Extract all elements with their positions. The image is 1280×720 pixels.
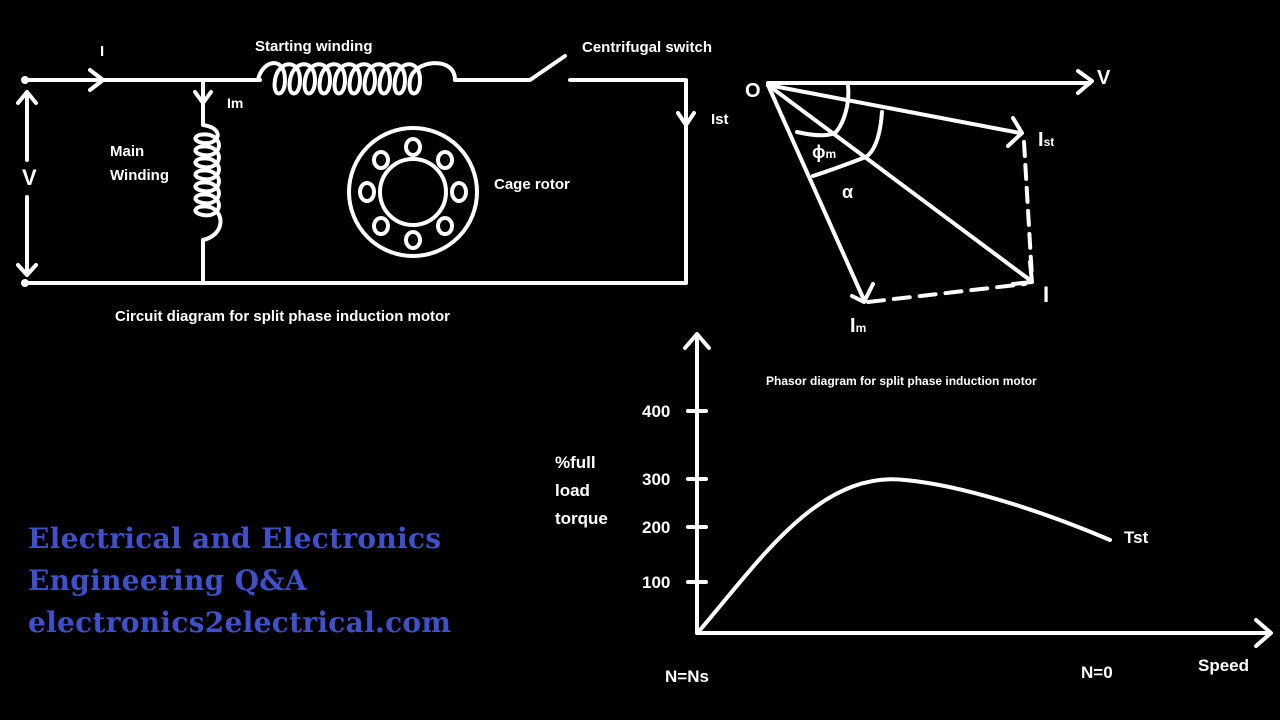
current-label-i: I	[100, 43, 104, 60]
circuit-caption: Circuit diagram for split phase inductio…	[115, 308, 450, 325]
phasor-v-label: V	[1097, 67, 1111, 89]
xlabel: Speed	[1198, 656, 1249, 675]
ylabel-line1: %full	[555, 453, 596, 472]
top-wire	[23, 54, 688, 285]
voltage-arrow-down	[16, 195, 38, 277]
y-axis	[683, 332, 711, 635]
phasor-ist	[766, 83, 1024, 148]
phasor-v	[766, 69, 1094, 95]
cage-rotor-icon	[347, 126, 479, 258]
cage-rotor-label: Cage rotor	[494, 176, 570, 193]
x-left-label: N=Ns	[665, 667, 709, 686]
phasor-im-label: Im	[850, 315, 866, 337]
starting-winding-coil	[256, 61, 457, 96]
site-watermark: Electrical and Electronics Engineering Q…	[28, 518, 451, 644]
phasor-caption: Phasor diagram for split phase induction…	[766, 374, 1037, 388]
arc-alpha	[811, 110, 884, 178]
current-label-im: Im	[227, 95, 243, 111]
dashed-ist-to-i	[1022, 140, 1034, 280]
phasor-im	[766, 83, 875, 304]
torque-curve	[698, 477, 1112, 632]
starting-winding-label: Starting winding	[255, 38, 373, 55]
y-tick-label: 100	[642, 573, 670, 592]
dashed-im-to-i	[866, 282, 1027, 304]
brand-line-3: electronics2electrical.com	[28, 606, 452, 639]
voltage-label: V	[22, 165, 37, 190]
phasor-ist-label: Ist	[1038, 129, 1054, 151]
terminal-top	[21, 76, 29, 84]
y-tick-label: 200	[642, 518, 670, 537]
phasor-i-label: I	[1043, 282, 1049, 307]
circuit-diagram: I Starting winding Centrifugal switch Im…	[16, 38, 729, 325]
x-axis	[695, 618, 1273, 648]
terminal-bottom	[21, 279, 29, 287]
voltage-arrow-up	[16, 90, 38, 162]
current-label-ist: Ist	[711, 111, 729, 128]
centrifugal-switch-label: Centrifugal switch	[582, 39, 712, 56]
x-right-label: N=0	[1081, 663, 1113, 682]
main-winding-label-2: Winding	[110, 167, 169, 184]
alpha-label: α	[842, 182, 853, 202]
arc-phi-m	[795, 84, 851, 138]
main-winding-coil	[193, 78, 223, 285]
brand-line-2: Engineering Q&A	[28, 564, 307, 597]
y-tick-label: 300	[642, 470, 670, 489]
phasor-diagram: O V Ist I Im ϕm α Phasor diagram for spl…	[745, 67, 1111, 388]
current-arrow-ist	[676, 111, 696, 127]
current-arrow-im	[193, 90, 213, 105]
phasor-i	[766, 83, 1034, 286]
current-arrow-i	[88, 68, 105, 92]
ylabel-line3: torque	[555, 509, 608, 528]
curve-label-tst: Tst	[1124, 528, 1149, 547]
ylabel-line2: load	[555, 481, 590, 500]
main-winding-label-1: Main	[110, 143, 144, 160]
y-tick-label: 400	[642, 402, 670, 421]
origin-label: O	[745, 80, 761, 102]
brand-line-1: Electrical and Electronics	[28, 522, 442, 555]
phi-m-label: ϕm	[812, 142, 836, 162]
